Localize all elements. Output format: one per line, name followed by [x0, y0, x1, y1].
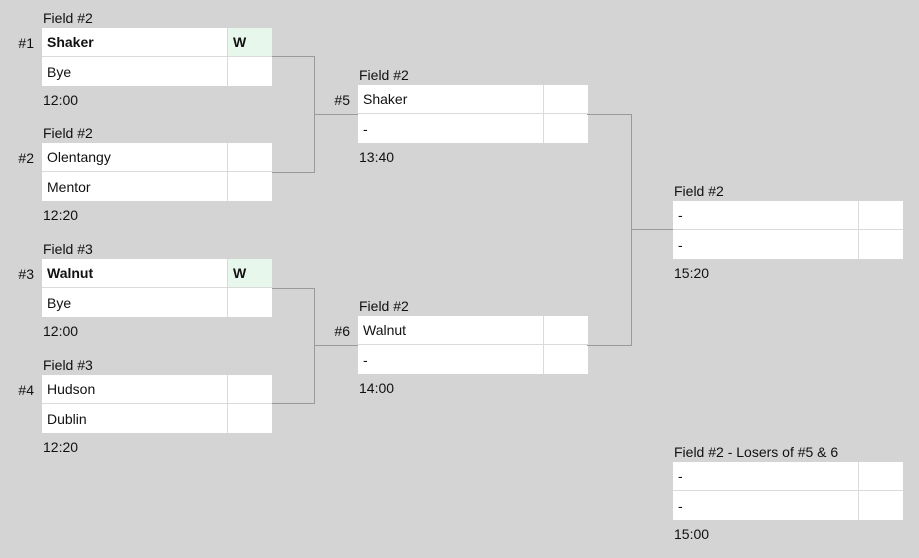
connector-line: [314, 114, 358, 115]
team-row-bottom[interactable]: -: [673, 491, 903, 520]
match-number: [641, 201, 665, 230]
team-row-bottom[interactable]: Mentor: [42, 172, 272, 201]
match-time: 13:40: [359, 149, 395, 165]
team-score: [858, 491, 903, 520]
connector-line: [272, 56, 314, 57]
match-time: 12:20: [43, 207, 79, 223]
connector-line: [631, 114, 632, 346]
connector-line: [631, 229, 673, 230]
team-score: [227, 288, 272, 317]
match-number: #3: [18, 265, 34, 282]
team-score: [543, 85, 588, 113]
team-score: [227, 57, 272, 86]
team-name: -: [678, 236, 683, 253]
team-row-top[interactable]: Olentangy: [42, 143, 272, 172]
team-score: [543, 114, 588, 143]
team-name: Walnut: [363, 322, 407, 338]
team-score: [227, 172, 272, 201]
connector-line: [272, 172, 314, 173]
match-time: 12:00: [43, 323, 79, 339]
match-time: 12:20: [43, 439, 79, 455]
match-1: #1 Field #2 Shaker W Bye 12:00: [18, 8, 272, 108]
field-label: Field #3: [43, 357, 93, 373]
match-box: Walnut W Bye: [42, 259, 272, 317]
match-box: Shaker W Bye: [42, 28, 272, 86]
connector-line: [272, 403, 314, 404]
team-row-bottom[interactable]: Dublin: [42, 404, 272, 433]
match-box: Hudson Dublin: [42, 375, 272, 433]
field-label: Field #2: [674, 183, 724, 199]
match-number: #4: [18, 381, 34, 398]
team-name: Dublin: [47, 410, 87, 427]
match-number: [641, 462, 665, 491]
match-consolation: Field #2 - Losers of #5 & 6 - - 15:00: [673, 442, 903, 542]
team-score: [858, 462, 903, 490]
team-name: Shaker: [47, 34, 94, 50]
match-box: Walnut -: [358, 316, 588, 374]
match-3: #3 Field #3 Walnut W Bye 12:00: [18, 239, 272, 339]
team-row-bottom[interactable]: Bye: [42, 288, 272, 317]
field-label: Field #2: [43, 10, 93, 26]
match-number: #2: [18, 149, 34, 166]
team-name: Bye: [47, 63, 72, 80]
team-score: [227, 404, 272, 433]
field-label: Field #3: [43, 241, 93, 257]
team-row-bottom[interactable]: Bye: [42, 57, 272, 86]
team-name: -: [678, 207, 683, 223]
match-box: - -: [673, 201, 903, 259]
team-name: Hudson: [47, 381, 96, 397]
team-score: [858, 201, 903, 229]
match-time: 12:00: [43, 92, 79, 108]
team-row-top[interactable]: Hudson: [42, 375, 272, 404]
match-2: #2 Field #2 Olentangy Mentor 12:20: [18, 123, 272, 223]
team-score: [858, 230, 903, 259]
match-5: #5 Field #2 Shaker - 13:40: [334, 65, 588, 165]
match-time: 15:20: [674, 265, 710, 281]
match-number: #5: [334, 91, 350, 108]
connector-line: [314, 345, 358, 346]
field-label: Field #2: [359, 67, 409, 83]
team-name: Walnut: [47, 265, 94, 281]
match-4: #4 Field #3 Hudson Dublin 12:20: [18, 355, 272, 455]
team-score: [543, 316, 588, 344]
team-score: W: [227, 259, 272, 287]
team-row-bottom[interactable]: -: [358, 345, 588, 374]
team-name: Shaker: [363, 91, 408, 107]
match-number: #1: [18, 34, 34, 51]
match-number: #6: [334, 322, 350, 339]
connector-line: [587, 345, 631, 346]
team-name: Bye: [47, 294, 72, 311]
team-row-top[interactable]: Shaker: [358, 85, 588, 114]
match-box: - -: [673, 462, 903, 520]
team-name: -: [363, 351, 368, 368]
connector-line: [272, 288, 314, 289]
match-6: #6 Field #2 Walnut - 14:00: [334, 296, 588, 396]
match-time: 15:00: [674, 526, 710, 542]
team-score: [227, 143, 272, 171]
team-score: [543, 345, 588, 374]
match-box: Olentangy Mentor: [42, 143, 272, 201]
team-row-top[interactable]: Shaker W: [42, 28, 272, 57]
team-score: [227, 375, 272, 403]
team-name: -: [363, 120, 368, 137]
match-final: Field #2 - - 15:20: [673, 181, 903, 281]
field-label: Field #2: [43, 125, 93, 141]
team-score: W: [227, 28, 272, 56]
team-row-top[interactable]: -: [673, 201, 903, 230]
field-label: Field #2: [359, 298, 409, 314]
connector-line: [314, 288, 315, 404]
team-name: Olentangy: [47, 149, 111, 165]
team-name: -: [678, 468, 683, 484]
match-time: 14:00: [359, 380, 395, 396]
team-row-top[interactable]: -: [673, 462, 903, 491]
team-name: -: [678, 497, 683, 514]
team-name: Mentor: [47, 178, 91, 195]
team-row-top[interactable]: Walnut: [358, 316, 588, 345]
connector-line: [587, 114, 631, 115]
team-row-bottom[interactable]: -: [358, 114, 588, 143]
team-row-bottom[interactable]: -: [673, 230, 903, 259]
field-label: Field #2 - Losers of #5 & 6: [674, 444, 839, 460]
match-box: Shaker -: [358, 85, 588, 143]
team-row-top[interactable]: Walnut W: [42, 259, 272, 288]
